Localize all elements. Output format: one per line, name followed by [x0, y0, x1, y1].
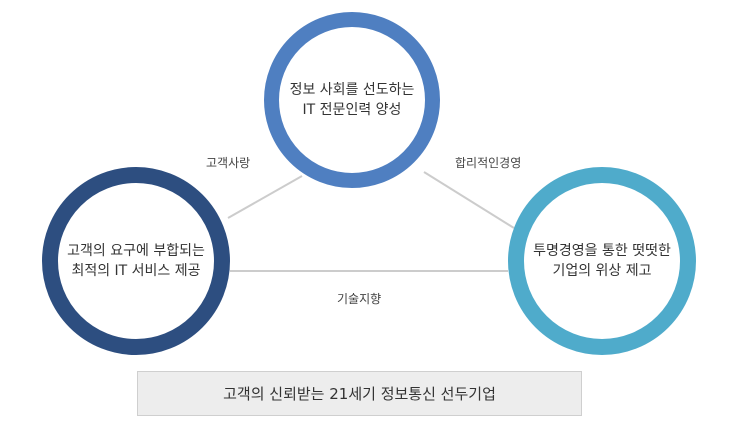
connector-left-top [227, 175, 303, 219]
node-top-line1: 정보 사회를 선도하는 [289, 82, 415, 98]
node-left-label: 고객의 요구에 부합되는 최적의 IT 서비스 제공 [67, 241, 205, 281]
node-top-circle: 정보 사회를 선도하는 IT 전문인력 양성 [264, 12, 440, 188]
footer-banner: 고객의 신뢰받는 21세기 정보통신 선두기업 [137, 371, 582, 416]
node-top-line2: IT 전문인력 양성 [302, 102, 402, 118]
node-right-label: 투명경영을 통한 떳떳한 기업의 위상 제고 [533, 241, 671, 281]
node-right-line2: 기업의 위상 제고 [552, 263, 652, 279]
node-right-line1: 투명경영을 통한 떳떳한 [533, 243, 671, 259]
edge-label-top-right: 합리적인경영 [455, 156, 522, 170]
node-top-label: 정보 사회를 선도하는 IT 전문인력 양성 [290, 80, 415, 120]
node-left-line2: 최적의 IT 서비스 제공 [71, 263, 201, 279]
node-right-circle: 투명경영을 통한 떳떳한 기업의 위상 제고 [508, 167, 696, 355]
edge-label-left-right: 기술지향 [337, 292, 382, 306]
edge-label-left-top: 고객사랑 [206, 156, 251, 170]
footer-text: 고객의 신뢰받는 21세기 정보통신 선두기업 [223, 385, 496, 403]
connector-top-right [423, 171, 515, 229]
node-left-circle: 고객의 요구에 부합되는 최적의 IT 서비스 제공 [42, 167, 230, 355]
node-left-line1: 고객의 요구에 부합되는 [67, 243, 205, 259]
